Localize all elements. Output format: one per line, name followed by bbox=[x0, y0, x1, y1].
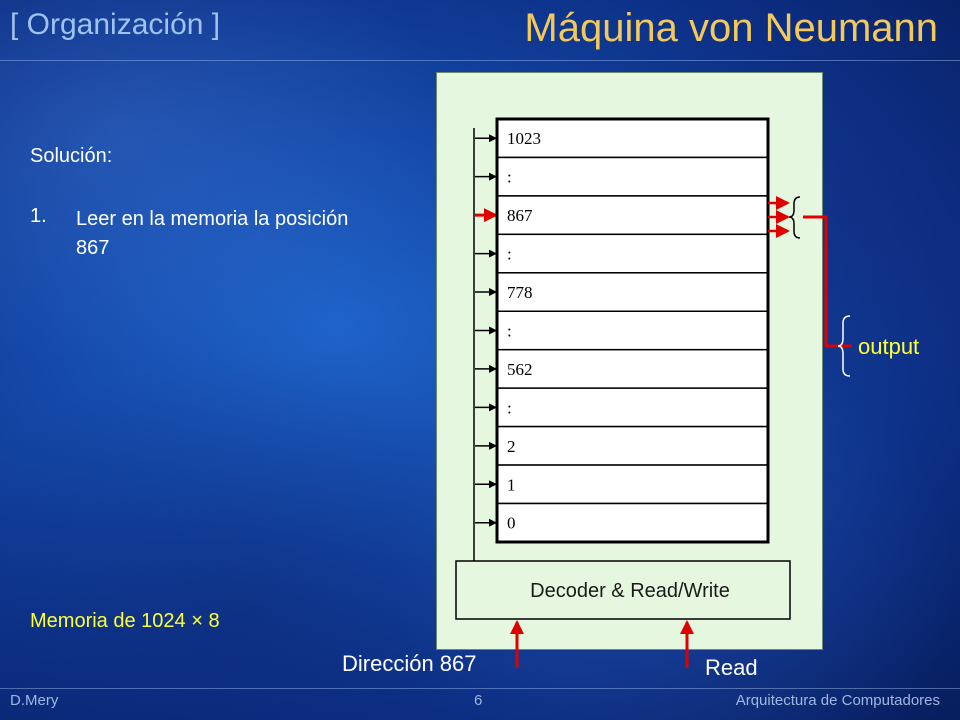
memory-row bbox=[496, 233, 769, 274]
step-text: Leer en la memoria la posición 867 bbox=[76, 208, 349, 259]
memory-cell-label: 1023 bbox=[507, 129, 541, 148]
footer-divider bbox=[0, 688, 960, 689]
read-label: Read bbox=[705, 655, 758, 680]
data-brace bbox=[788, 196, 801, 239]
memory-cell-label: : bbox=[507, 398, 512, 417]
decoder-label: Decoder & Read/Write bbox=[530, 580, 730, 602]
footer-author: D.Mery bbox=[10, 692, 59, 709]
memory-row bbox=[496, 387, 769, 428]
memory-row bbox=[496, 272, 769, 312]
solution-label: Solución: bbox=[30, 145, 113, 167]
footer-course: Arquitectura de Computadores bbox=[735, 692, 940, 709]
memory-row bbox=[496, 156, 769, 197]
memory-cell-label: 0 bbox=[507, 514, 516, 533]
step-number: 1. bbox=[30, 205, 47, 227]
memory-note: Memoria de 1024 × 8 bbox=[30, 610, 220, 632]
memory-row bbox=[496, 310, 769, 351]
memory-row bbox=[496, 195, 769, 236]
memory-cell-label: : bbox=[507, 168, 512, 187]
memory-cell-label: : bbox=[507, 321, 512, 340]
memory-border bbox=[495, 117, 770, 544]
memory-row bbox=[496, 464, 769, 505]
output-label: output bbox=[858, 334, 919, 359]
footer-page-number: 6 bbox=[474, 692, 483, 709]
address-label: Dirección 867 bbox=[342, 651, 477, 676]
decoder-box bbox=[455, 560, 791, 620]
slide-title: Máquina von Neumann bbox=[524, 6, 938, 50]
memory-cell-label: 867 bbox=[507, 206, 533, 225]
memory-cell-label: 1 bbox=[507, 475, 516, 494]
output-line bbox=[803, 215, 852, 348]
memory-cell-label: 562 bbox=[507, 360, 533, 379]
section-title: [ Organización ] bbox=[10, 8, 221, 41]
memory-cell-label: : bbox=[507, 245, 512, 264]
memory-row bbox=[496, 348, 769, 389]
memory-cell-label: 2 bbox=[507, 437, 516, 456]
output-brace bbox=[837, 315, 851, 377]
header-divider bbox=[0, 60, 960, 61]
memory-cell-label: 778 bbox=[507, 283, 533, 302]
memory-row bbox=[496, 502, 769, 543]
memory-row bbox=[496, 425, 769, 466]
memory-array: 1023: 867: 778: 562: 2 1 0 bbox=[475, 118, 769, 543]
